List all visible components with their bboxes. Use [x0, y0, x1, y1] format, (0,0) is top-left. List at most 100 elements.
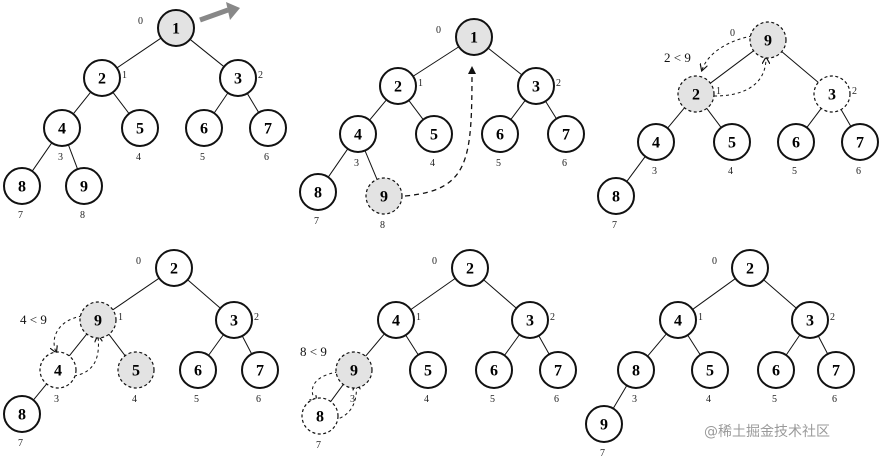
- node-circle: [299, 173, 337, 211]
- tree-edge: [612, 385, 628, 409]
- tree-edge: [510, 100, 526, 120]
- node-circle: [539, 351, 577, 389]
- swap-arrow-up: [333, 384, 356, 421]
- tree-edge: [806, 108, 822, 128]
- heap-node: 43: [339, 115, 377, 169]
- node-index: 5: [490, 394, 495, 405]
- heap-node: 87: [597, 177, 635, 231]
- node-value: 4: [652, 135, 660, 152]
- heap-node: 43: [43, 109, 81, 163]
- node-circle: [121, 109, 159, 147]
- heap-node: 54: [713, 123, 751, 177]
- node-value: 6: [496, 127, 504, 144]
- heap-node: 54: [691, 351, 729, 405]
- heap-node: 20: [432, 249, 489, 287]
- node-value: 1: [470, 30, 478, 47]
- comparison-label: 4 < 9: [20, 312, 47, 327]
- node-index: 5: [772, 394, 777, 405]
- node-value: 8: [612, 189, 620, 206]
- node-index: 1: [416, 312, 421, 323]
- tree-edge: [369, 99, 387, 121]
- tree-edges: [31, 37, 852, 409]
- tree-edge: [781, 51, 819, 83]
- node-value: 9: [600, 417, 608, 434]
- move-last-to-root-arrow: [404, 66, 476, 197]
- heap-node: 65: [475, 351, 513, 405]
- tree-edge: [112, 277, 160, 311]
- node-circle: [791, 301, 829, 339]
- heap-node: 83: [617, 351, 655, 405]
- heap-node: 90: [730, 21, 787, 59]
- tree-edge: [538, 335, 550, 355]
- tree-edge: [706, 108, 722, 128]
- node-index: 0: [712, 256, 717, 267]
- heap-node: 43: [39, 351, 77, 405]
- node-circle: [481, 115, 519, 153]
- heap-node: 54: [117, 351, 155, 405]
- heap-node: 43: [637, 123, 675, 177]
- heap-node: 65: [179, 351, 217, 405]
- tree-edge: [667, 107, 685, 129]
- node-value: 2: [466, 261, 474, 278]
- heap-node: 20: [712, 249, 769, 287]
- node-circle: [817, 351, 855, 389]
- heap-node: 65: [757, 351, 795, 405]
- node-index: 6: [856, 166, 861, 177]
- heap-node: 87: [301, 397, 339, 451]
- node-index: 3: [354, 158, 359, 169]
- node-circle: [339, 115, 377, 153]
- node-circle: [43, 109, 81, 147]
- node-circle: [185, 109, 223, 147]
- heap-node: 76: [817, 351, 855, 405]
- node-index: 2: [556, 78, 561, 89]
- node-circle: [749, 21, 787, 59]
- node-value: 9: [80, 179, 88, 196]
- node-value: 3: [806, 313, 814, 330]
- swap-arrow-down: [702, 35, 753, 70]
- heap-node: 65: [777, 123, 815, 177]
- node-value: 6: [792, 135, 800, 152]
- swap-arrow-down: [54, 315, 83, 352]
- heap-node: 87: [3, 167, 41, 221]
- node-index: 7: [612, 220, 617, 231]
- tree-edge: [840, 109, 852, 127]
- node-value: 5: [132, 363, 140, 380]
- node-value: 4: [392, 313, 400, 330]
- node-index: 0: [138, 16, 143, 27]
- node-index: 6: [264, 152, 269, 163]
- heap-node: 10: [436, 18, 493, 56]
- node-circle: [157, 9, 195, 47]
- remove-root-arrow: [199, 7, 229, 23]
- tree-edge: [208, 334, 224, 356]
- node-value: 3: [532, 79, 540, 96]
- tree-edge: [246, 93, 260, 113]
- tree-edge: [405, 334, 419, 356]
- tree-edge: [364, 150, 378, 180]
- node-circle: [3, 167, 41, 205]
- node-value: 4: [58, 121, 66, 138]
- node-index: 5: [200, 152, 205, 163]
- tree-edge: [116, 37, 162, 69]
- node-value: 8: [314, 185, 322, 202]
- node-index: 3: [58, 152, 63, 163]
- heap-node: 54: [415, 115, 453, 169]
- node-index: 8: [380, 220, 385, 231]
- node-value: 2: [746, 261, 754, 278]
- node-circle: [365, 177, 403, 215]
- node-index: 1: [418, 78, 423, 89]
- tree-edge: [408, 100, 424, 120]
- node-index: 0: [136, 256, 141, 267]
- node-index: 7: [316, 440, 321, 451]
- node-index: 2: [254, 312, 259, 323]
- node-circle: [813, 75, 851, 113]
- node-circle: [637, 123, 675, 161]
- node-value: 9: [380, 189, 388, 206]
- node-index: 5: [792, 166, 797, 177]
- node-index: 7: [600, 448, 605, 456]
- node-value: 7: [856, 135, 864, 152]
- node-circle: [241, 351, 279, 389]
- heap-node: 20: [136, 249, 193, 287]
- node-index: 4: [728, 166, 733, 177]
